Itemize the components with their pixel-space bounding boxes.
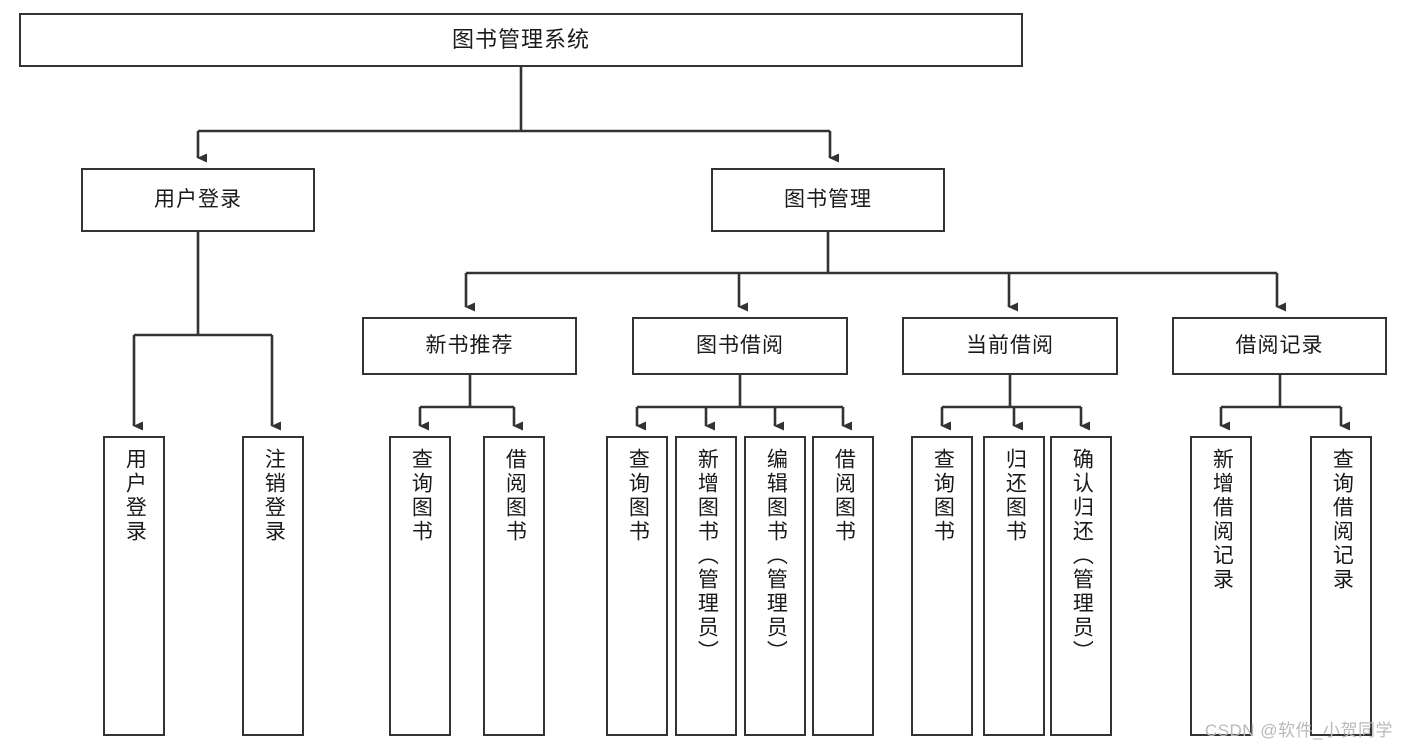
- node-leaf-logout-login-label: 注销登录: [262, 448, 286, 544]
- node-root-label: 图书管理系统: [451, 27, 590, 53]
- node-leaf-query-book-borrow-label: 查询图书: [626, 448, 650, 544]
- node-leaf-add-borrow-record[interactable]: 新增借阅记录: [1190, 436, 1252, 736]
- node-user-login-label: 用户登录: [154, 187, 242, 211]
- node-current-borrow-label: 当前借阅: [966, 333, 1054, 357]
- node-leaf-edit-book-admin-label: 编辑图书（管理员）: [764, 448, 788, 664]
- node-leaf-logout-login[interactable]: 注销登录: [242, 436, 304, 736]
- node-leaf-add-book-admin-label: 新增图书（管理员）: [695, 448, 719, 664]
- node-leaf-return-book-label: 归还图书: [1003, 448, 1027, 544]
- node-root-system[interactable]: 图书管理系统: [19, 13, 1023, 67]
- node-new-book-recommend[interactable]: 新书推荐: [362, 317, 577, 375]
- node-borrow-record[interactable]: 借阅记录: [1172, 317, 1387, 375]
- node-leaf-user-login-label: 用户登录: [123, 448, 147, 544]
- node-leaf-query-borrow-record-label: 查询借阅记录: [1330, 448, 1354, 592]
- node-borrow-record-label: 借阅记录: [1235, 333, 1324, 357]
- node-leaf-query-book-borrow[interactable]: 查询图书: [606, 436, 668, 736]
- node-leaf-confirm-return-admin[interactable]: 确认归还（管理员）: [1050, 436, 1112, 736]
- node-leaf-return-book[interactable]: 归还图书: [983, 436, 1045, 736]
- node-book-management-label: 图书管理: [784, 187, 872, 211]
- node-leaf-query-book-current-label: 查询图书: [931, 448, 955, 544]
- node-leaf-query-book-recommend-label: 查询图书: [409, 448, 433, 544]
- node-leaf-query-book-recommend[interactable]: 查询图书: [389, 436, 451, 736]
- node-leaf-borrow-book-recommend[interactable]: 借阅图书: [483, 436, 545, 736]
- node-current-borrow[interactable]: 当前借阅: [902, 317, 1118, 375]
- node-leaf-user-login[interactable]: 用户登录: [103, 436, 165, 736]
- node-leaf-edit-book-admin[interactable]: 编辑图书（管理员）: [744, 436, 806, 736]
- node-new-book-recommend-label: 新书推荐: [425, 333, 514, 357]
- node-leaf-add-book-admin[interactable]: 新增图书（管理员）: [675, 436, 737, 736]
- node-book-management[interactable]: 图书管理: [711, 168, 945, 232]
- node-leaf-borrow-book[interactable]: 借阅图书: [812, 436, 874, 736]
- node-leaf-add-borrow-record-label: 新增借阅记录: [1210, 448, 1234, 592]
- node-leaf-borrow-book-label: 借阅图书: [832, 448, 856, 544]
- node-book-borrow-label: 图书借阅: [696, 333, 784, 357]
- node-user-login[interactable]: 用户登录: [81, 168, 315, 232]
- watermark-text: CSDN @软件_小贺同学: [1204, 721, 1393, 740]
- node-book-borrow[interactable]: 图书借阅: [632, 317, 848, 375]
- node-leaf-query-book-current[interactable]: 查询图书: [911, 436, 973, 736]
- node-leaf-borrow-book-recommend-label: 借阅图书: [503, 448, 527, 544]
- node-leaf-confirm-return-admin-label: 确认归还（管理员）: [1070, 448, 1094, 664]
- node-leaf-query-borrow-record[interactable]: 查询借阅记录: [1310, 436, 1372, 736]
